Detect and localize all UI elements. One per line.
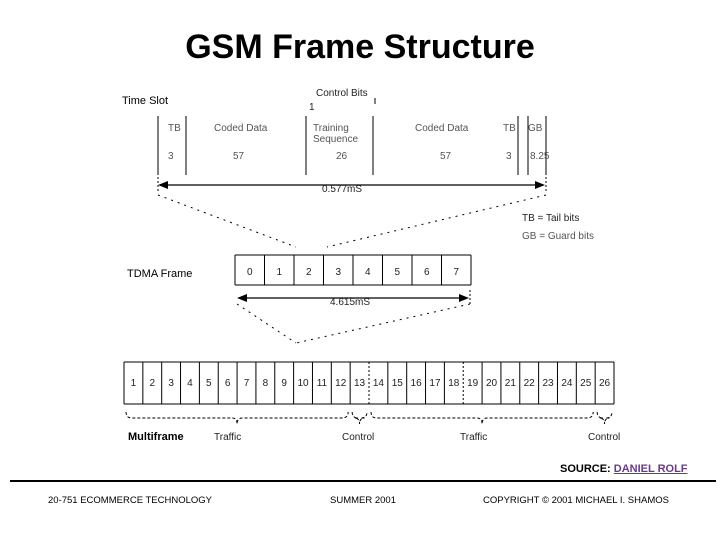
time-slot-field-name: Coded Data	[415, 123, 469, 134]
time-slot-field-bits: 8.25	[530, 151, 550, 162]
arrow-head-left	[237, 294, 247, 302]
multiframe-frame-number: 23	[542, 378, 554, 389]
tdma-slot-number: 1	[276, 267, 282, 278]
tdma-slot-number: 0	[247, 267, 253, 278]
time-slot-field-name: Training	[313, 123, 349, 134]
time-slot-duration: 0.577mS	[322, 184, 362, 195]
segment-label-control-1: Control	[342, 432, 374, 443]
segment-brace	[370, 411, 594, 425]
multiframe-frame-number: 3	[168, 378, 174, 389]
time-slot-field-name: TB	[503, 123, 516, 134]
multiframe-frame-number: 19	[467, 378, 479, 389]
time-slot-label: Time Slot	[122, 95, 168, 107]
footer-term: SUMMER 2001	[330, 495, 396, 506]
multiframe-frame-number: 15	[392, 378, 404, 389]
multiframe-frame-number: 7	[244, 378, 250, 389]
time-slot-field-name: TB	[168, 123, 181, 134]
multiframe-frame-number: 26	[599, 378, 611, 389]
legend-tb: TB = Tail bits	[522, 213, 579, 224]
multiframe-frame-number: 16	[411, 378, 423, 389]
source-credit: SOURCE: DANIEL ROLF	[560, 463, 688, 475]
multiframe-frame-number: 2	[149, 378, 155, 389]
footer-rule	[10, 480, 716, 482]
tdma-duration: 4.615mS	[330, 297, 370, 308]
multiframe-frame-number: 8	[263, 378, 269, 389]
multiframe-frame-number: 22	[524, 378, 536, 389]
multiframe-braces	[125, 411, 613, 425]
multiframe-frame-number: 24	[561, 378, 573, 389]
time-slot-field-name: Sequence	[313, 134, 358, 145]
control-bits-value: 1	[309, 102, 315, 113]
segment-label-control-2: Control	[588, 432, 620, 443]
legend-gb: GB = Guard bits	[522, 231, 594, 242]
zoom-line-left	[157, 194, 297, 248]
segment-label-traffic-1: Traffic	[214, 432, 241, 443]
time-slot-field-bits: 57	[233, 151, 245, 162]
multiframe-frame-number: 4	[187, 378, 193, 389]
time-slot-field-bits: 57	[440, 151, 452, 162]
control-bits-label: Control Bits	[316, 88, 368, 99]
tdma-slot-number: 2	[306, 267, 312, 278]
arrow-head-left	[158, 181, 168, 189]
time-slot-field-name: GB	[528, 123, 543, 134]
segment-brace	[596, 411, 613, 425]
multiframe-frame-number: 17	[429, 378, 441, 389]
zoom-line-right	[295, 303, 471, 344]
zoom-line-left	[236, 303, 297, 344]
source-link[interactable]: DANIEL ROLF	[613, 463, 688, 475]
tdma-slot-number: 6	[424, 267, 430, 278]
multiframe-label: Multiframe	[128, 431, 184, 443]
time-slot-field-bits: 3	[168, 151, 174, 162]
multiframe-frame-number: 12	[335, 378, 347, 389]
zoom-line-right	[326, 194, 547, 248]
multiframe-frame-number: 5	[206, 378, 212, 389]
multiframe-frame-number: 1	[131, 378, 137, 389]
multiframe-frame-number: 13	[354, 378, 366, 389]
time-slot-field-bits: 26	[336, 151, 348, 162]
segment-brace	[125, 411, 349, 425]
multiframe-frame-number: 25	[580, 378, 592, 389]
segment-brace	[351, 411, 368, 425]
multiframe-frame-number: 18	[448, 378, 460, 389]
tdma-slot-number: 7	[453, 267, 459, 278]
footer-course: 20-751 ECOMMERCE TECHNOLOGY	[48, 495, 213, 506]
multiframe-frame-number: 21	[505, 378, 517, 389]
tdma-slots: 0 1 2 3 4 5 6 7	[234, 254, 472, 286]
arrow-head-right	[535, 181, 545, 189]
time-slot-field-name: Coded Data	[214, 123, 268, 134]
multiframe-frame-number: 20	[486, 378, 498, 389]
time-slot-field-bits: 3	[506, 151, 512, 162]
tdma-slot-number: 5	[394, 267, 400, 278]
tdma-slot-number: 3	[335, 267, 341, 278]
footer-copyright: COPYRIGHT © 2001 MICHAEL I. SHAMOS	[483, 495, 669, 506]
segment-label-traffic-2: Traffic	[460, 432, 487, 443]
multiframe-frame-number: 9	[281, 378, 287, 389]
multiframe-frame-number: 11	[317, 378, 328, 389]
tdma-frame-label: TDMA Frame	[127, 268, 192, 280]
multiframe-frame-number: 10	[297, 378, 309, 389]
arrow-head-right	[459, 294, 469, 302]
multiframe-frame-number: 6	[225, 378, 231, 389]
source-prefix: SOURCE:	[560, 463, 614, 475]
tdma-slot-number: 4	[365, 267, 371, 278]
slide-title: GSM Frame Structure	[185, 28, 535, 66]
multiframe-frame-number: 14	[373, 378, 385, 389]
